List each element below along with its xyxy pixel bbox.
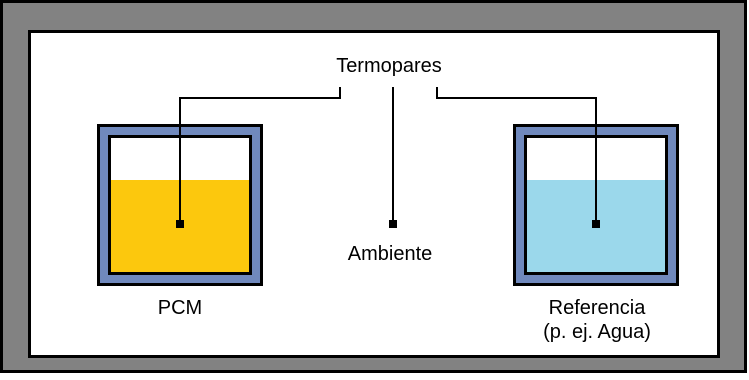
label-thermocouples: Termopares	[336, 55, 442, 77]
thermocouple-wire-reference	[436, 87, 597, 224]
label-ambient: Ambiente	[348, 243, 433, 265]
thermocouple-wire-pcm	[179, 87, 341, 224]
label-pcm: PCM	[158, 297, 202, 319]
thermocouple-probe-ambient	[389, 220, 397, 228]
thermocouple-probe-pcm	[176, 220, 184, 228]
label-reference-line2: (p. ej. Agua)	[543, 321, 651, 343]
thermocouple-probe-reference	[592, 220, 600, 228]
label-reference-line1: Referencia	[549, 297, 647, 319]
